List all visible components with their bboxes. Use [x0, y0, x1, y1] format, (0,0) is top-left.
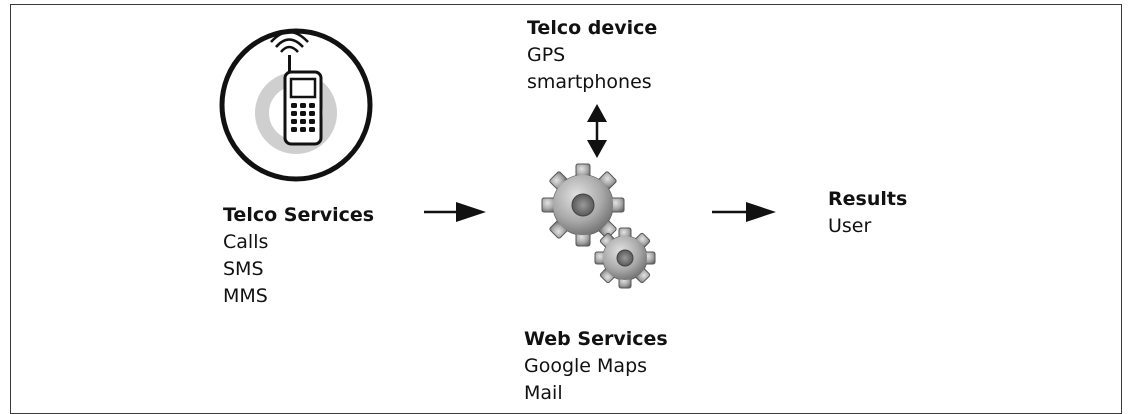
web-services-block: Web Services Google Maps Mail — [524, 326, 668, 407]
telco-device-item: GPS — [527, 44, 566, 66]
web-services-item: Google Maps — [524, 355, 648, 377]
telco-device-block: Telco device GPS smartphones — [527, 15, 657, 96]
arrow-right-icon — [424, 202, 486, 222]
telco-services-item: Calls — [223, 231, 269, 253]
results-block: Results User — [828, 186, 907, 240]
gears-icon — [541, 163, 656, 289]
arrow-right-icon — [712, 202, 776, 222]
web-services-item: Mail — [524, 382, 563, 404]
telco-device-item: smartphones — [527, 71, 652, 93]
telco-services-item: MMS — [223, 285, 268, 307]
telco-services-block: Telco Services Calls SMS MMS — [223, 202, 374, 310]
results-title: Results — [828, 188, 908, 210]
web-services-title: Web Services — [524, 328, 668, 350]
telco-services-title: Telco Services — [223, 204, 375, 226]
telco-device-title: Telco device — [527, 17, 658, 39]
double-arrow-vertical-icon — [587, 104, 607, 158]
mobile-phone-icon — [219, 28, 373, 182]
results-item: User — [828, 215, 872, 237]
telco-services-item: SMS — [223, 258, 264, 280]
